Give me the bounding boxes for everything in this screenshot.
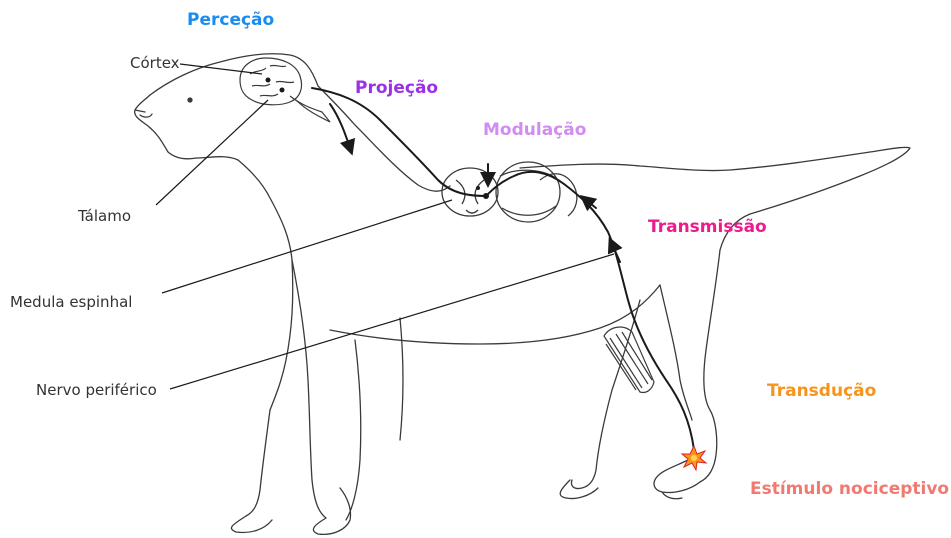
- transduction-label: Transdução: [767, 383, 876, 400]
- spinal-cord-sections: [442, 162, 577, 222]
- modulation-label: Modulação: [483, 122, 586, 139]
- nociceptive-stimulus-burst: [682, 446, 706, 470]
- stimulus-label: Estímulo nociceptivo: [750, 481, 949, 498]
- transmission-label: Transmissão: [648, 219, 767, 236]
- peripheral-nerve-leader-line: [170, 254, 614, 389]
- thalamus-leader-line: [156, 100, 268, 205]
- pain-pathway-line: [312, 88, 694, 450]
- perception-label: Perceção: [187, 12, 274, 29]
- spinal-cord-label: Medula espinhal: [10, 295, 132, 310]
- peripheral-nerve-label: Nervo periférico: [36, 383, 157, 398]
- cortex-label: Córtex: [130, 56, 180, 71]
- cortex-leader-line: [180, 64, 262, 74]
- spinal-cord-leader-line: [162, 200, 452, 293]
- brain-illustration: [240, 58, 330, 122]
- projection-label: Projeção: [355, 80, 438, 97]
- thalamus-label: Tálamo: [78, 209, 131, 224]
